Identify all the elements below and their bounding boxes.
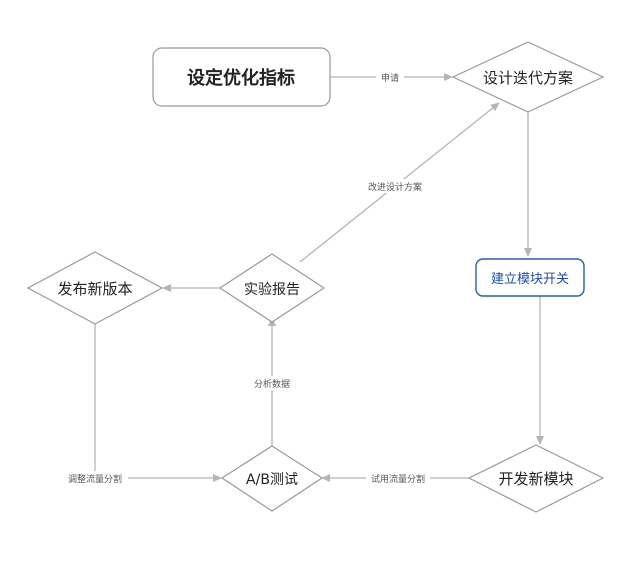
edge-label-bg: [366, 471, 430, 485]
node-set-goal-label: 设定优化指标: [187, 67, 295, 89]
node-release-label: 发布新版本: [57, 280, 132, 298]
edge-label-adjust-traffic: 调整流量分割: [68, 473, 122, 485]
edge-label-bg: [250, 376, 294, 390]
edge-label-bg: [376, 70, 404, 84]
edge-label-bg: [62, 471, 128, 485]
edge-label-analyze-data: 分析数据: [254, 378, 290, 390]
node-ab-test-label: A/B测试: [246, 472, 298, 488]
node-develop-module: 开发新模块: [467, 444, 605, 513]
node-report-label: 实验报告: [244, 282, 300, 298]
edge-label-bg: [362, 179, 428, 193]
node-build-switch-label: 建立模块开关: [491, 272, 569, 287]
edge-label-trial-traffic: 试用流量分割: [371, 473, 425, 485]
edge-label-apply: 申请: [381, 72, 399, 84]
node-design-plan: 设计迭代方案: [451, 41, 605, 113]
node-set-goal: 设定优化指标: [152, 47, 331, 107]
node-report: 实验报告: [218, 253, 326, 323]
node-build-switch: 建立模块开关: [475, 258, 585, 297]
edge-release-to-ab: [94, 324, 222, 482]
edge-label-improve-design: 改进设计方案: [368, 181, 422, 193]
node-design-plan-label: 设计迭代方案: [483, 69, 573, 87]
node-ab-test: A/B测试: [220, 445, 324, 512]
node-release: 发布新版本: [26, 251, 164, 325]
node-develop-module-label: 开发新模块: [498, 470, 573, 488]
